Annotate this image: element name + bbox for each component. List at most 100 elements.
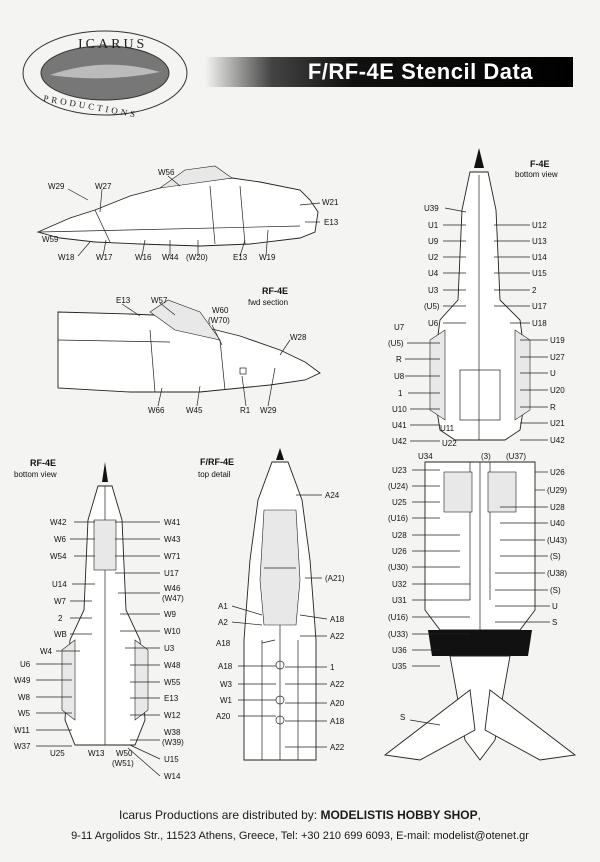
svg-text:W17: W17 xyxy=(96,253,113,262)
svg-text:bottom view: bottom view xyxy=(14,470,57,479)
svg-text:(U29): (U29) xyxy=(547,486,567,495)
svg-text:W27: W27 xyxy=(95,182,112,191)
svg-text:(A21): (A21) xyxy=(325,574,345,583)
svg-text:(W47): (W47) xyxy=(162,594,184,603)
svg-text:(S): (S) xyxy=(550,552,561,561)
svg-text:R: R xyxy=(396,355,402,364)
rf4e-fwd-labels: RF-4E fwd section E13 W57 W60 (W70) W28 … xyxy=(116,286,307,415)
svg-text:U41: U41 xyxy=(392,421,407,430)
top-detail-view xyxy=(243,448,317,761)
svg-text:A20: A20 xyxy=(216,712,231,721)
footer-distributor: Icarus Productions are distributed by: M… xyxy=(0,808,600,822)
icarus-logo: ICARUS PRODUCTIONS xyxy=(22,30,188,118)
svg-text:U36: U36 xyxy=(392,646,407,655)
rf4e-bottom-labels: RF-4E bottom view W42 W6 W54 U14 W7 2 WB… xyxy=(14,458,184,781)
rf4e-fwd-leaders xyxy=(121,302,291,407)
svg-text:W49: W49 xyxy=(14,676,31,685)
svg-text:U3: U3 xyxy=(428,286,439,295)
svg-text:(U37): (U37) xyxy=(506,452,526,461)
svg-text:U11: U11 xyxy=(440,424,455,433)
svg-text:W57: W57 xyxy=(151,296,168,305)
svg-text:(W20): (W20) xyxy=(186,253,208,262)
svg-text:U9: U9 xyxy=(428,237,439,246)
svg-text:U25: U25 xyxy=(50,749,65,758)
svg-text:WB: WB xyxy=(54,630,67,639)
rf4e-bottom-leaders xyxy=(36,521,161,777)
svg-text:U15: U15 xyxy=(164,755,179,764)
svg-text:U18: U18 xyxy=(532,319,547,328)
svg-text:1: 1 xyxy=(330,663,335,672)
svg-text:W54: W54 xyxy=(50,552,67,561)
f4e-side-leaders xyxy=(59,175,321,257)
svg-text:U26: U26 xyxy=(550,468,565,477)
svg-text:U17: U17 xyxy=(532,302,547,311)
logo-text-top: ICARUS xyxy=(78,37,147,52)
svg-text:U40: U40 xyxy=(550,519,565,528)
svg-text:U4: U4 xyxy=(428,269,439,278)
f4e-side-labels: W29 W27 W56 W21 E13 W59 W18 W17 W16 W44 … xyxy=(42,168,339,262)
svg-text:S: S xyxy=(400,713,405,722)
svg-text:(U5): (U5) xyxy=(424,302,440,311)
svg-text:W37: W37 xyxy=(14,742,31,751)
svg-text:(U30): (U30) xyxy=(388,563,408,572)
svg-text:W28: W28 xyxy=(290,333,307,342)
svg-text:A18: A18 xyxy=(330,615,345,624)
svg-text:(W39): (W39) xyxy=(162,738,184,747)
svg-text:E13: E13 xyxy=(164,694,179,703)
svg-text:U7: U7 xyxy=(394,323,405,332)
svg-text:bottom view: bottom view xyxy=(515,170,558,179)
svg-text:W38: W38 xyxy=(164,728,181,737)
svg-text:U14: U14 xyxy=(532,253,547,262)
svg-text:W9: W9 xyxy=(164,610,177,619)
svg-text:A2: A2 xyxy=(218,618,228,627)
title-bar: F/RF-4E Stencil Data xyxy=(205,57,573,87)
svg-text:W6: W6 xyxy=(54,535,67,544)
svg-text:W12: W12 xyxy=(164,711,181,720)
svg-text:W48: W48 xyxy=(164,661,181,670)
svg-text:A18: A18 xyxy=(330,717,345,726)
svg-text:U42: U42 xyxy=(550,436,565,445)
f4e-rear-labels: U34 (3) (U37) U23 (U24) U25 (U16) U28 U2… xyxy=(388,452,567,722)
svg-text:(U33): (U33) xyxy=(388,630,408,639)
svg-text:A20: A20 xyxy=(330,699,345,708)
svg-text:W44: W44 xyxy=(162,253,179,262)
svg-text:W21: W21 xyxy=(322,198,339,207)
svg-text:W60: W60 xyxy=(212,306,229,315)
rf4e-bottom-view xyxy=(61,462,149,746)
svg-text:W5: W5 xyxy=(18,709,31,718)
svg-text:U27: U27 xyxy=(550,353,565,362)
svg-text:U31: U31 xyxy=(392,596,407,605)
svg-text:W13: W13 xyxy=(88,749,105,758)
svg-text:E13: E13 xyxy=(233,253,248,262)
svg-text:(U43): (U43) xyxy=(547,536,567,545)
svg-text:U42: U42 xyxy=(392,437,407,446)
svg-text:U35: U35 xyxy=(392,662,407,671)
svg-text:U10: U10 xyxy=(392,405,407,414)
svg-text:W10: W10 xyxy=(164,627,181,636)
svg-text:U15: U15 xyxy=(532,269,547,278)
svg-text:W66: W66 xyxy=(148,406,165,415)
svg-text:W29: W29 xyxy=(260,406,277,415)
svg-text:U22: U22 xyxy=(442,439,457,448)
svg-text:W18: W18 xyxy=(58,253,75,262)
svg-text:W8: W8 xyxy=(18,693,31,702)
svg-text:(U16): (U16) xyxy=(388,514,408,523)
svg-text:U26: U26 xyxy=(392,547,407,556)
svg-text:U32: U32 xyxy=(392,580,407,589)
svg-text:A18: A18 xyxy=(216,639,231,648)
svg-text:U: U xyxy=(550,369,556,378)
svg-text:RF-4E: RF-4E xyxy=(262,286,288,296)
svg-text:U1: U1 xyxy=(428,221,439,230)
svg-text:R: R xyxy=(550,403,556,412)
svg-text:W4: W4 xyxy=(40,647,53,656)
svg-text:(3): (3) xyxy=(481,452,491,461)
svg-text:U3: U3 xyxy=(164,644,175,653)
svg-text:W42: W42 xyxy=(50,518,67,527)
rf4e-fwd-section xyxy=(57,299,321,393)
svg-text:U6: U6 xyxy=(428,319,439,328)
top-detail-leaders xyxy=(231,494,328,748)
svg-text:U21: U21 xyxy=(550,419,565,428)
f4e-bottom-view xyxy=(429,148,531,441)
svg-text:W3: W3 xyxy=(220,680,233,689)
